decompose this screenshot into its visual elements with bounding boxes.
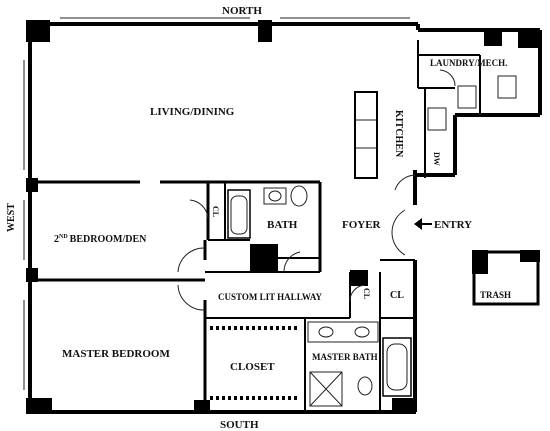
label-cl-bath: CL (211, 206, 220, 217)
compass-west: WEST (6, 203, 17, 232)
label-kitchen: KITCHEN (393, 110, 404, 158)
structural-columns (26, 20, 540, 414)
fixtures (23, 17, 517, 407)
label-entry: ENTRY (434, 219, 472, 231)
compass-south: SOUTH (220, 419, 259, 431)
label-foyer: FOYER (342, 219, 382, 231)
door-swings (177, 69, 456, 311)
label-laundry-mech: LAUNDRY/MECH. (430, 58, 507, 68)
label-dw: DW (432, 152, 441, 166)
outer-walls (28, 22, 542, 414)
label-master-bedroom: MASTER BEDROOM (62, 348, 170, 360)
label-living-dining: LIVING/DINING (150, 106, 235, 118)
entry-arrow-icon (414, 218, 432, 230)
label-cl-foyer: CL (390, 290, 404, 301)
label-bedroom2-text: BEDROOM/DEN (70, 234, 147, 245)
trash-room (472, 250, 540, 306)
interior-walls (30, 40, 481, 412)
label-master-bath: MASTER BATH (312, 352, 378, 362)
label-bedroom2-sup: ND (59, 234, 68, 240)
label-cl-hall: CL (362, 288, 371, 299)
label-bedroom2-number: 2 (54, 234, 59, 245)
label-bath: BATH (267, 219, 298, 231)
label-hallway: CUSTOM LIT HALLWAY (218, 292, 323, 302)
compass-north: NORTH (222, 5, 262, 17)
label-closet: CLOSET (230, 361, 275, 373)
label-trash: TRASH (480, 290, 511, 300)
